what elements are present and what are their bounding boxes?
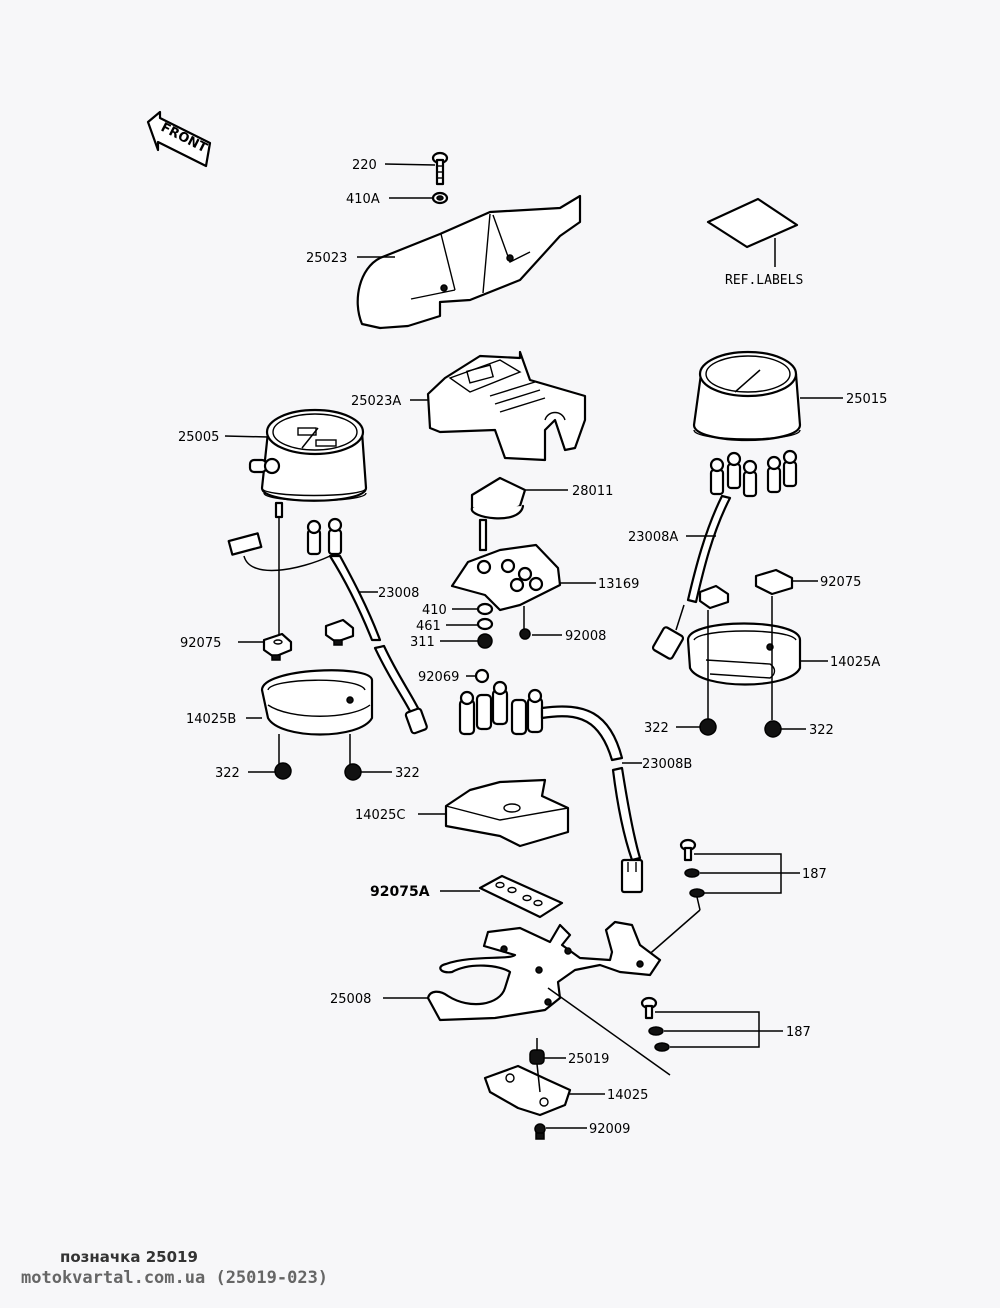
callout-322-left-b: 322 <box>395 766 420 781</box>
part-28011-sensor[interactable] <box>470 476 527 552</box>
callout-92075A: 92075A <box>370 884 430 900</box>
part-410-washer[interactable] <box>476 602 494 616</box>
part-311-nut[interactable] <box>477 633 493 649</box>
part-322-nut-right-a[interactable] <box>699 718 717 736</box>
callout-14025: 14025 <box>607 1088 648 1103</box>
callout-25005: 25005 <box>178 430 219 445</box>
part-25008-main-bracket[interactable] <box>426 920 671 1076</box>
part-25015-right-meter[interactable] <box>692 350 802 498</box>
callout-25008: 25008 <box>330 992 371 1007</box>
part-92069-bulb-sockets[interactable] <box>458 668 544 736</box>
callout-92009: 92009 <box>589 1122 630 1137</box>
callout-461: 461 <box>416 619 441 634</box>
part-14025B-bracket[interactable] <box>260 669 374 765</box>
callout-14025B: 14025B <box>186 712 236 727</box>
callout-92069: 92069 <box>418 670 459 685</box>
part-92009-screw[interactable] <box>534 1123 546 1140</box>
part-13169-plate[interactable] <box>450 543 562 630</box>
callout-23008: 23008 <box>378 586 419 601</box>
callout-25023A: 25023A <box>351 394 401 409</box>
part-25023-cover[interactable] <box>356 194 582 330</box>
callout-187-top: 187 <box>802 867 827 882</box>
callout-25023: 25023 <box>306 251 347 266</box>
part-23008-harness[interactable] <box>227 501 428 735</box>
callout-25019: 25019 <box>568 1052 609 1067</box>
footer-source: motokvartal.com.ua (25019-023) <box>21 1268 329 1288</box>
part-220-screw[interactable] <box>431 151 449 186</box>
callout-311: 311 <box>410 635 435 650</box>
part-322-nut-right-b[interactable] <box>764 720 782 738</box>
part-14025-small-bracket[interactable] <box>483 1063 572 1117</box>
part-461-washer[interactable] <box>476 617 494 631</box>
callout-410: 410 <box>422 603 447 618</box>
callout-23008B: 23008B <box>642 757 692 772</box>
callout-92075-right: 92075 <box>820 575 861 590</box>
callout-14025C: 14025C <box>355 808 405 823</box>
part-187-bolt-set-bottom[interactable] <box>640 996 783 1052</box>
ref-labels-text: REF.LABELS <box>725 273 803 288</box>
part-92075A-pad[interactable] <box>478 874 564 919</box>
callout-187-bottom: 187 <box>786 1025 811 1040</box>
callout-25015: 25015 <box>846 392 887 407</box>
front-arrow-icon: FRONT <box>146 110 212 168</box>
callout-92008: 92008 <box>565 629 606 644</box>
part-23008A-harness[interactable] <box>651 494 732 660</box>
callout-322-left-a: 322 <box>215 766 240 781</box>
callout-92075-left: 92075 <box>180 636 221 651</box>
callout-28011: 28011 <box>572 484 613 499</box>
part-25005-left-meter[interactable] <box>248 408 368 502</box>
part-23008B-harness[interactable] <box>540 705 644 894</box>
part-14025A-bracket[interactable] <box>686 596 802 720</box>
callout-14025A: 14025A <box>830 655 880 670</box>
callout-220: 220 <box>352 158 377 173</box>
callout-23008A: 23008A <box>628 530 678 545</box>
part-187-bolt-set-top[interactable] <box>644 838 800 959</box>
callout-410A: 410A <box>346 192 380 207</box>
part-25023A-meter-cover[interactable] <box>426 350 587 462</box>
callout-322-right-b: 322 <box>809 723 834 738</box>
ref-labels-sheet[interactable]: REF.LABELS <box>706 197 803 288</box>
part-92075-left-grommet[interactable] <box>262 618 355 661</box>
part-322-nut-left-b[interactable] <box>344 763 362 781</box>
part-92075-right-grommet[interactable] <box>698 568 794 610</box>
part-14025C-holder[interactable] <box>444 778 570 848</box>
callout-13169: 13169 <box>598 577 639 592</box>
part-25019-grommet[interactable] <box>529 1038 545 1065</box>
callout-322-right-a: 322 <box>644 721 669 736</box>
part-322-nut-left-a[interactable] <box>274 762 292 780</box>
footer-caption: позначка 25019 <box>60 1248 198 1266</box>
part-92008-screw[interactable] <box>519 628 531 640</box>
part-410A-washer[interactable] <box>431 191 449 205</box>
